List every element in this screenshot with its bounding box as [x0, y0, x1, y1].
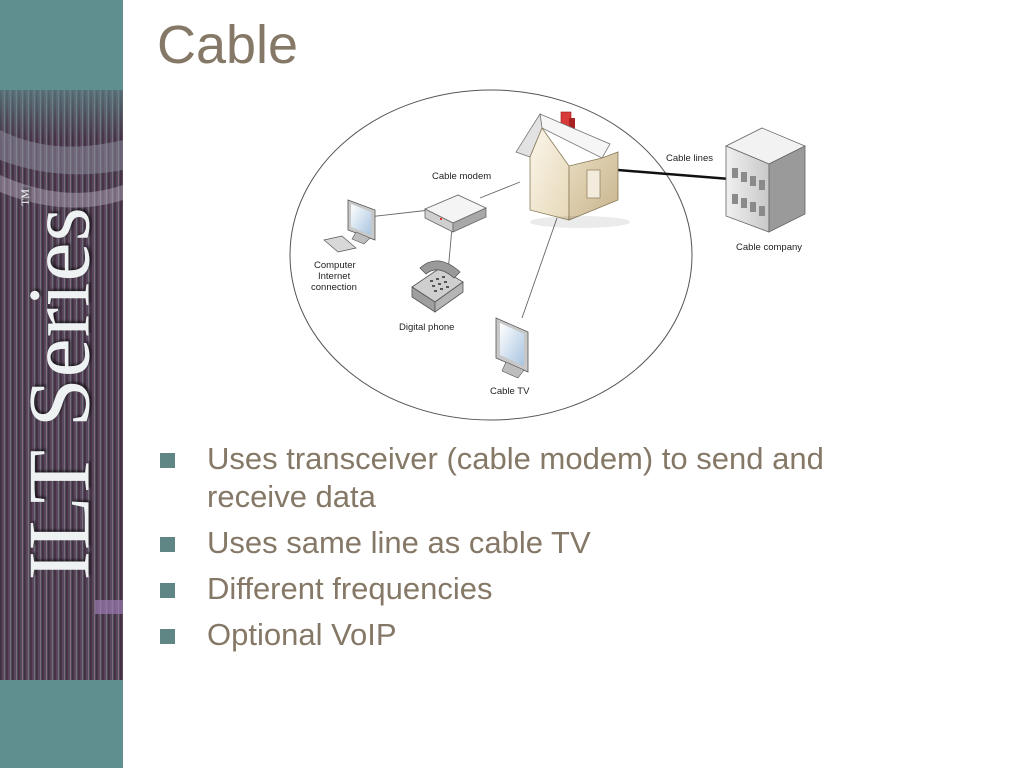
bullet-item: Different frequencies	[160, 570, 920, 608]
cable-network-diagram: Cable modem Cable lines Cable company Co…	[289, 89, 806, 421]
edge-tv-house	[521, 217, 558, 319]
label-cable-lines: Cable lines	[666, 153, 713, 164]
edge-cable-lines	[617, 168, 731, 181]
brand-sidebar: ILT Series™	[0, 0, 123, 768]
label-cable-modem: Cable modem	[432, 171, 491, 182]
square-bullet-icon	[160, 583, 175, 598]
sidebar-decoration	[0, 60, 123, 768]
square-bullet-icon	[160, 629, 175, 644]
bullet-item: Optional VoIP	[160, 616, 920, 654]
bullet-text: Different frequencies	[207, 571, 493, 606]
bullet-list: Uses transceiver (cable modem) to send a…	[160, 440, 920, 662]
edge-computer-modem	[367, 209, 431, 218]
label-digital-phone: Digital phone	[399, 322, 454, 333]
bullet-text: Uses transceiver (cable modem) to send a…	[207, 441, 824, 514]
trademark-symbol: ™	[17, 187, 38, 207]
cable-tv-icon	[495, 317, 529, 379]
cable-modem-icon	[424, 194, 487, 233]
house-icon	[515, 111, 630, 228]
brand-logo-text: ILT Series™	[10, 188, 111, 581]
bullet-text: Uses same line as cable TV	[207, 525, 591, 560]
label-computer-line-3: connection	[311, 282, 357, 293]
bullet-item: Uses same line as cable TV	[160, 524, 920, 562]
slide-title: Cable	[157, 15, 299, 75]
cable-company-building-icon	[725, 127, 806, 233]
bullet-text: Optional VoIP	[207, 617, 397, 652]
label-cable-tv: Cable TV	[490, 386, 530, 397]
square-bullet-icon	[160, 453, 175, 468]
square-bullet-icon	[160, 537, 175, 552]
computer-icon	[323, 199, 376, 253]
label-computer-line-2: Internet	[318, 271, 351, 282]
connection-lines	[367, 181, 558, 319]
label-cable-company: Cable company	[736, 242, 802, 253]
edge-modem-house	[479, 181, 521, 199]
home-boundary-ellipse	[289, 89, 693, 421]
bullet-item: Uses transceiver (cable modem) to send a…	[160, 440, 920, 516]
brand-name: ILT Series	[11, 206, 109, 581]
digital-phone-icon	[411, 260, 464, 313]
label-computer-line-1: Computer	[314, 260, 356, 271]
